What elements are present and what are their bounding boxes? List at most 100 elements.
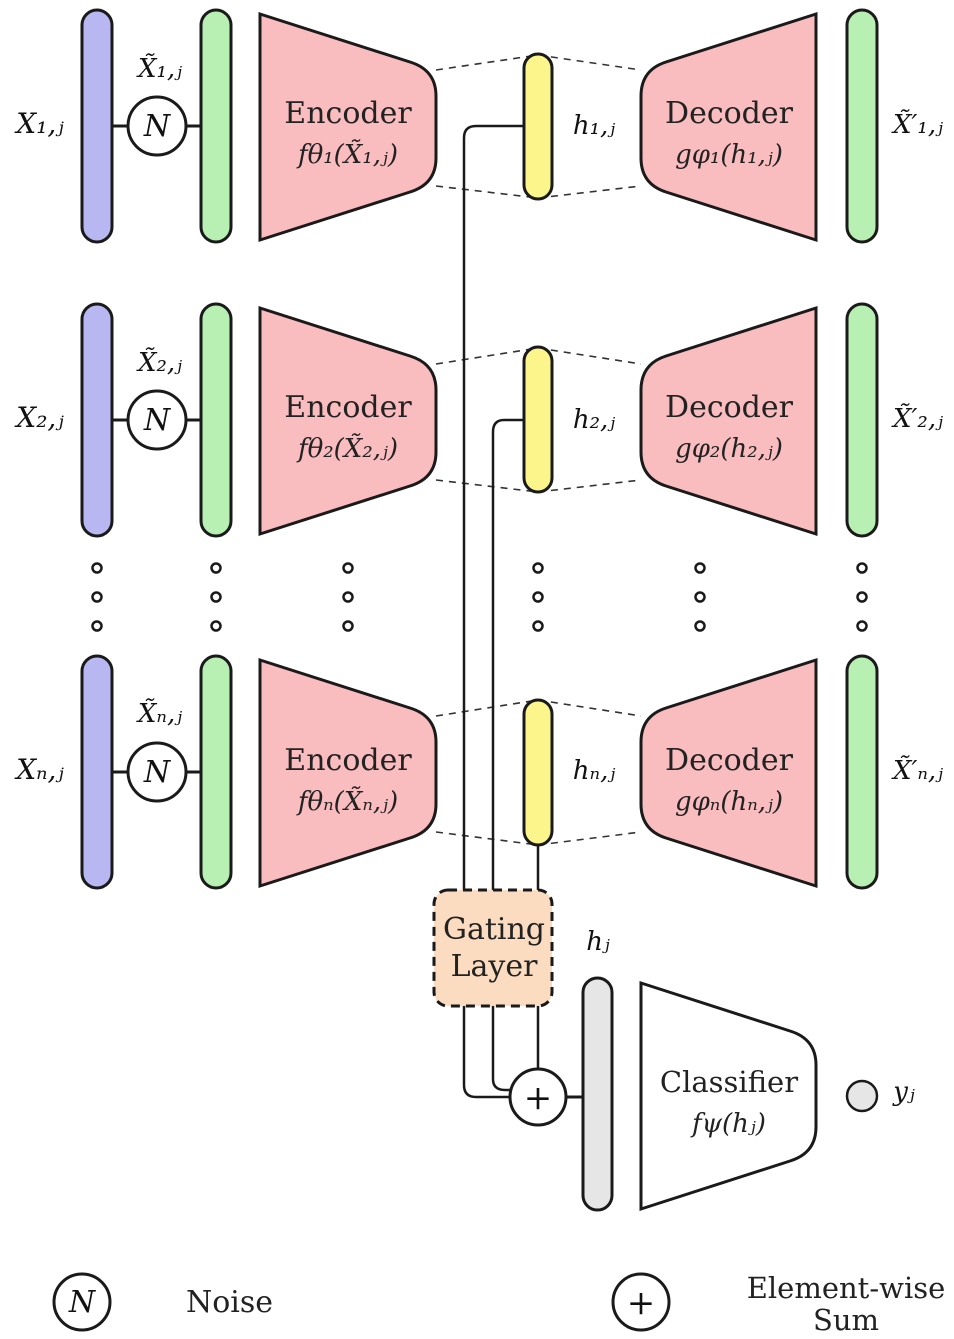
input-bar	[80, 654, 114, 890]
dot	[694, 620, 706, 632]
latent-bar	[522, 52, 554, 201]
legend-sum-symbol: +	[627, 1283, 656, 1323]
encoder-block	[258, 11, 438, 243]
classifier-block	[639, 980, 818, 1212]
legend-sum-text-line1: Element-wise	[747, 1271, 946, 1305]
dot	[856, 562, 868, 574]
wire-h2	[491, 418, 524, 890]
sum-symbol: +	[524, 1078, 553, 1118]
dashed-guide	[537, 699, 642, 717]
latent-label: h₁,ⱼ	[573, 111, 615, 141]
dot	[532, 591, 544, 603]
dot	[694, 562, 706, 574]
dashed-guide	[435, 699, 539, 717]
classifier-function: fψ(hⱼ)	[690, 1109, 766, 1139]
latent-bar	[522, 345, 554, 494]
noisy-label: X̃₂,ⱼ	[136, 347, 182, 378]
decoder-title: Decoder	[665, 743, 794, 778]
gating-label-line2: Layer	[451, 949, 539, 984]
fused-label: hⱼ	[586, 927, 610, 957]
row-n: N Xₙ,ⱼ X̃ₙ,ⱼ Encoder fθₙ(X̃ₙ,ⱼ) hₙ,ⱼ Dec…	[14, 654, 943, 890]
legend-noise-symbol: N	[68, 1285, 97, 1320]
input-label: X₁,ⱼ	[14, 107, 64, 140]
dashed-guide	[537, 831, 642, 846]
output-node	[845, 1079, 879, 1113]
dot	[342, 562, 354, 574]
gating-label-line1: Gating	[443, 912, 545, 947]
dashed-guide	[435, 54, 539, 71]
wire-gated-1	[462, 1006, 510, 1099]
legend: N Noise + Element-wise Sum	[52, 1271, 946, 1337]
dashed-guide	[435, 479, 539, 493]
decoder-function: gφ₁(h₁,ⱼ)	[675, 140, 783, 170]
gating-input-wires	[462, 124, 540, 890]
input-bar	[80, 302, 114, 538]
legend-noise-text: Noise	[186, 1285, 273, 1320]
dot	[91, 562, 103, 574]
decoder-block	[639, 11, 818, 243]
dot	[856, 591, 868, 603]
noisy-label: X̃₁,ⱼ	[136, 53, 182, 84]
dashed-guide	[435, 185, 539, 199]
input-label: X₂,ⱼ	[14, 401, 64, 434]
latent-label: hₙ,ⱼ	[573, 756, 616, 786]
dashed-guide	[537, 479, 642, 493]
encoder-function: fθₙ(X̃ₙ,ⱼ)	[296, 786, 398, 817]
output-label: X̃′₂,ⱼ	[891, 403, 943, 434]
ellipsis-dots	[91, 562, 868, 632]
decoder-title: Decoder	[665, 390, 794, 425]
encoder-function: fθ₂(X̃₂,ⱼ)	[296, 433, 398, 464]
dot	[91, 620, 103, 632]
row-1: N X₁,ⱼ X̃₁,ⱼ Encoder fθ₁(X̃₁,ⱼ) h₁,ⱼ Dec…	[14, 8, 943, 244]
output-label: yⱼ	[892, 1077, 915, 1107]
output-bar	[845, 654, 879, 890]
gating-layer	[432, 888, 554, 1008]
latent-label: h₂,ⱼ	[573, 405, 615, 435]
dashed-guide	[435, 347, 539, 365]
encoder-function: fθ₁(X̃₁,ⱼ)	[296, 139, 398, 170]
wire-gated-2	[491, 1006, 512, 1092]
noise-symbol: N	[143, 403, 172, 438]
noise-symbol: N	[143, 109, 172, 144]
noisy-bar	[199, 654, 233, 890]
encoder-block	[258, 305, 438, 537]
dot	[342, 620, 354, 632]
decoder-function: gφ₂(h₂,ⱼ)	[675, 434, 783, 464]
output-bar	[845, 8, 879, 244]
dot	[91, 591, 103, 603]
fused-bar	[581, 976, 614, 1212]
dot	[210, 591, 222, 603]
dot	[532, 620, 544, 632]
dot	[210, 562, 222, 574]
dashed-guide	[537, 54, 642, 71]
classifier-title: Classifier	[660, 1065, 798, 1099]
input-label: Xₙ,ⱼ	[14, 753, 64, 786]
output-label: X̃′₁,ⱼ	[891, 109, 943, 140]
noise-symbol: N	[143, 755, 172, 790]
dashed-guide	[537, 185, 642, 199]
decoder-title: Decoder	[665, 96, 794, 131]
decoder-block	[639, 657, 818, 889]
dashed-guide	[537, 347, 642, 365]
dot	[532, 562, 544, 574]
legend-sum-icon	[611, 1272, 671, 1332]
output-bar	[845, 302, 879, 538]
sum-input-wires	[462, 1006, 540, 1099]
decoder-block	[639, 305, 818, 537]
row-2: N X₂,ⱼ X̃₂,ⱼ Encoder fθ₂(X̃₂,ⱼ) h₂,ⱼ Dec…	[14, 302, 943, 538]
dashed-guide	[435, 831, 539, 846]
decoder-function: gφₙ(hₙ,ⱼ)	[675, 787, 783, 817]
dot	[210, 620, 222, 632]
legend-noise-icon	[52, 1272, 112, 1332]
legend-sum-text-line2: Sum	[813, 1303, 879, 1337]
noisy-label: X̃ₙ,ⱼ	[136, 698, 182, 729]
encoder-title: Encoder	[284, 96, 412, 131]
dot	[856, 620, 868, 632]
noisy-bar	[199, 302, 233, 538]
output-label: X̃′ₙ,ⱼ	[891, 755, 943, 786]
latent-bar	[522, 698, 554, 847]
dot	[694, 591, 706, 603]
encoder-title: Encoder	[284, 390, 412, 425]
dot	[342, 591, 354, 603]
wire-h1	[462, 124, 524, 890]
